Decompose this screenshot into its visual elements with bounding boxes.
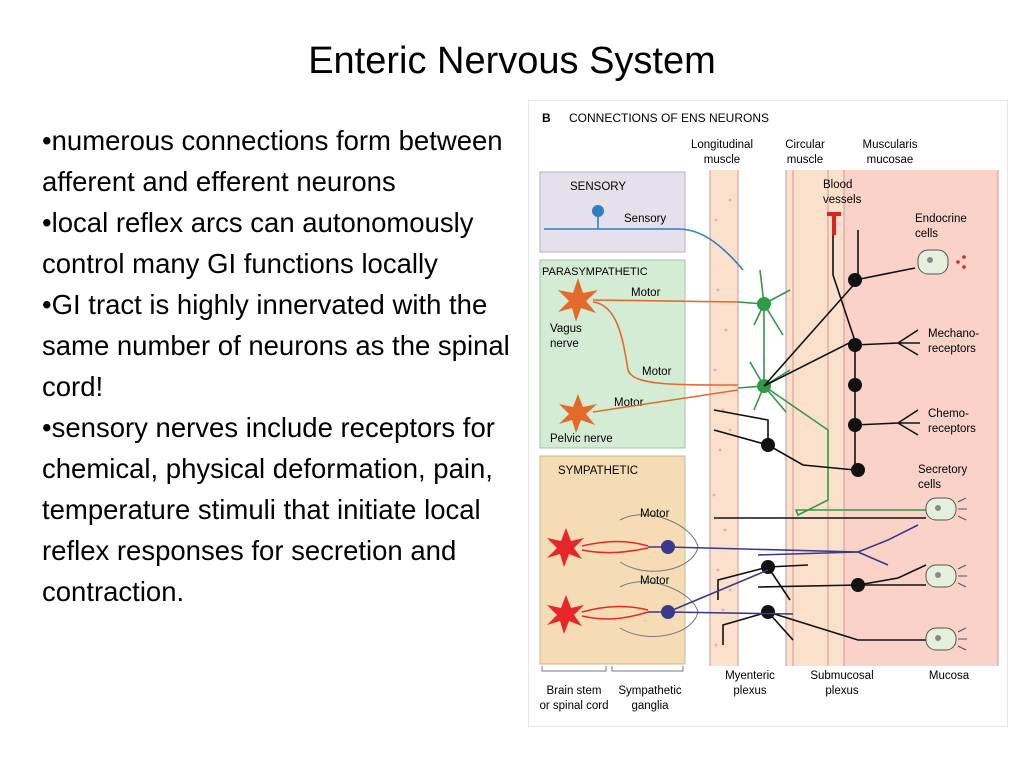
sympathetic-preganglionic-axons <box>581 540 649 620</box>
motor-label-1: Motor <box>631 287 661 299</box>
brainstem-label-2: or spinal cord <box>539 700 608 712</box>
endocrine-cell <box>917 249 949 275</box>
panel-letter: B <box>542 111 551 125</box>
brainstem-label-1: Brain stem <box>547 685 602 697</box>
bullet-item: •numerous connections form between affer… <box>42 125 503 197</box>
mechano-label-2: receptors <box>928 343 976 355</box>
longitudinal-label-1: Longitudinal <box>691 139 753 151</box>
mechano-label-1: Mechano- <box>928 328 979 340</box>
ens-diagram: B CONNECTIONS OF ENS NEURONS Longitudina… <box>527 99 1009 728</box>
bullet-item: •local reflex arcs can autonomously cont… <box>42 207 474 279</box>
blood-vessels-label-2: vessels <box>823 194 862 206</box>
sympathetic-preganglionic-star-2 <box>547 595 584 634</box>
pelvic-label: Pelvic nerve <box>550 433 613 445</box>
vagus-label-1: Vagus <box>550 323 582 335</box>
sympathetic-section-label: SYMPATHETIC <box>558 465 638 477</box>
figure-title: CONNECTIONS OF ENS NEURONS <box>569 111 769 125</box>
bullet-item: •GI tract is highly innervated with the … <box>42 289 510 402</box>
endocrine-cell-nucleus <box>927 257 933 263</box>
mucosa-label: Mucosa <box>929 670 970 682</box>
endocrine-label-2: cells <box>915 228 938 240</box>
slide-title: Enteric Nervous System <box>308 40 716 82</box>
secretory-cell <box>925 497 967 521</box>
sensory-neuron-label: Sensory <box>624 213 666 225</box>
myenteric-space <box>738 170 786 666</box>
motor-label-4: Motor <box>640 508 670 520</box>
sensory-neuron-body <box>592 205 604 217</box>
bullet-item: •sensory nerves include receptors for ch… <box>42 412 495 607</box>
sensory-section-label: SENSORY <box>570 181 626 193</box>
hormone-dot <box>962 265 966 269</box>
parasympathetic-axons <box>592 299 739 413</box>
secretory-label-2: cells <box>918 479 941 491</box>
chemo-label-1: Chemo- <box>928 408 969 420</box>
sympathetic-preganglionic-star-1 <box>547 528 584 567</box>
blood-vessel-cap <box>827 212 841 216</box>
ens-connections-figure: B CONNECTIONS OF ENS NEURONS Longitudina… <box>527 99 1009 728</box>
brainstem-bracket <box>541 666 607 672</box>
mucosa-layer <box>844 170 998 666</box>
parasympathetic-section <box>539 259 686 449</box>
blood-vessels-label-1: Blood <box>823 179 852 191</box>
motor-label-2: Motor <box>642 366 672 378</box>
parasympathetic-section-label: PARASYMPATHETIC <box>542 266 648 278</box>
myenteric-label-1: Myenteric <box>725 670 775 682</box>
circular-muscle-layer <box>786 170 844 666</box>
bullet-list: •numerous connections form between affer… <box>42 120 532 612</box>
endocrine-label-1: Endocrine <box>915 213 967 225</box>
sympathetic-ganglia-label-1: Sympathetic <box>618 685 682 697</box>
myenteric-neuron-green-1 <box>757 297 771 311</box>
vagus-neuron-star <box>558 278 598 322</box>
chemo-label-2: receptors <box>928 423 976 435</box>
motor-label-5: Motor <box>640 575 670 587</box>
vagus-label-2: nerve <box>550 338 579 350</box>
ganglia-bracket <box>611 666 684 672</box>
circular-label-1: Circular <box>785 139 825 151</box>
secretory-cell <box>925 627 967 651</box>
sensory-section <box>539 171 686 253</box>
longitudinal-label-2: muscle <box>704 154 740 166</box>
myenteric-label-2: plexus <box>733 685 766 697</box>
secretory-cell <box>925 564 967 588</box>
submucosal-label-2: plexus <box>825 685 858 697</box>
muscularis-label-2: mucosae <box>867 154 914 166</box>
sensory-axon <box>544 228 744 271</box>
sympathetic-section <box>539 455 686 665</box>
muscularis-label-1: Muscularis <box>863 139 918 151</box>
sympathetic-postganglionic-axons <box>648 524 919 615</box>
circular-label-2: muscle <box>787 154 823 166</box>
hormone-dot <box>962 255 966 259</box>
enteric-black-neurons <box>761 273 865 619</box>
hormone-dot <box>956 260 960 264</box>
longitudinal-muscle-layer <box>710 170 738 666</box>
submucosal-label-1: Submucosal <box>810 670 873 682</box>
secretory-label-1: Secretory <box>918 464 967 476</box>
sympathetic-ganglia-label-2: ganglia <box>631 700 669 712</box>
pelvic-neuron-star <box>559 394 597 433</box>
